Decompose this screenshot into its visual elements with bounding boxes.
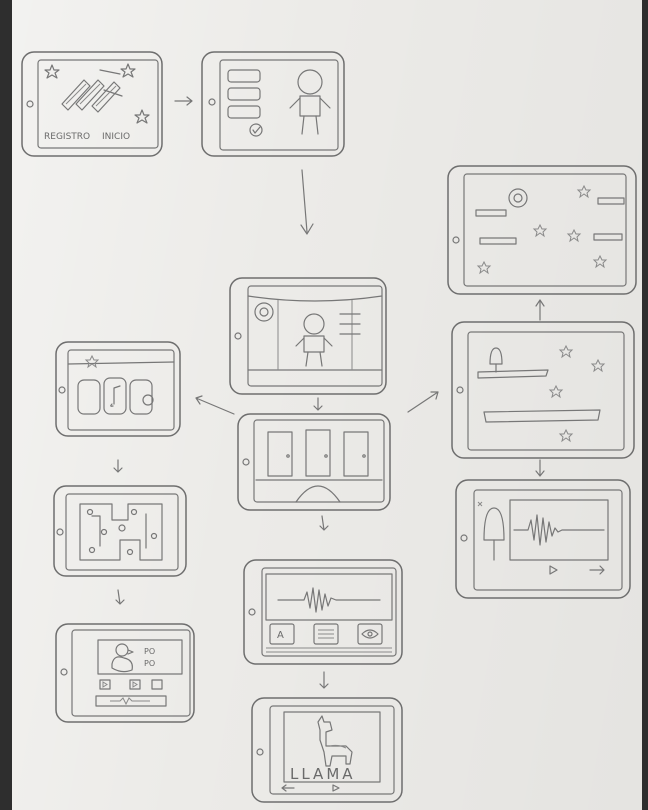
menu-lines[interactable]: [339, 313, 361, 335]
arrow-icon: [115, 589, 125, 605]
avatar-figure: [295, 313, 333, 367]
word-label: LLAMA: [290, 765, 356, 783]
arrow-icon[interactable]: [589, 565, 605, 575]
play-icon[interactable]: [549, 565, 558, 575]
arrow-icon: [300, 169, 314, 235]
arrow-icon: [113, 459, 123, 473]
door-center[interactable]: [305, 429, 331, 477]
letter-key-button[interactable]: [269, 623, 295, 645]
star-icon: [44, 64, 60, 79]
music-note-icon: [110, 385, 121, 407]
llama-icon: [317, 715, 353, 767]
popsicle-icon: [477, 501, 505, 561]
arrow-icon[interactable]: [281, 784, 295, 792]
tablet-audio-keyboard: A: [243, 559, 403, 665]
tablet-popsicle-audio: [455, 479, 631, 599]
eye-icon: [361, 629, 379, 639]
tablet-music-room: [55, 341, 181, 437]
option-button-3[interactable]: [227, 105, 261, 119]
arrow-icon: [535, 459, 545, 477]
arrow-icon: [319, 515, 329, 531]
eye-key-button[interactable]: [357, 623, 383, 645]
star-icon: [120, 63, 136, 78]
sketch-paper: [12, 0, 642, 810]
door-right[interactable]: [343, 431, 369, 477]
duck-icon: [111, 643, 134, 673]
gear-icon[interactable]: [508, 188, 528, 208]
game-logo: [61, 69, 123, 113]
arrow-icon: [319, 671, 329, 689]
popsicle-icon: [489, 347, 503, 373]
door-left[interactable]: [267, 431, 293, 477]
tablet-avatar-screen: [201, 51, 345, 157]
arrow-icon: [174, 96, 193, 106]
tablet-llama-word: LLAMA: [251, 697, 403, 803]
gear-icon: [142, 394, 154, 406]
letter-key-label: A: [277, 630, 284, 641]
waveform-icon: [277, 587, 381, 613]
back-button[interactable]: [99, 679, 111, 690]
tablet-hallway-avatar: [229, 277, 387, 395]
tablet-maze: [53, 485, 187, 577]
play-icon[interactable]: [332, 784, 340, 792]
stop-button[interactable]: [151, 679, 163, 690]
tablet-platform-game: [447, 165, 637, 295]
arrow-icon: [313, 397, 323, 411]
syllable-1: PO: [144, 647, 155, 656]
star-icon: [134, 109, 150, 124]
tablet-duck-syllables: PO PO: [55, 623, 195, 723]
arrow-icon: [535, 299, 545, 321]
tablet-popsicle-platform: [451, 321, 635, 459]
tablet-three-doors: [237, 413, 391, 511]
waveform-icon: [513, 514, 605, 546]
start-label[interactable]: INICIO: [102, 132, 130, 142]
option-button-2[interactable]: [227, 87, 261, 101]
arrow-icon: [195, 395, 235, 415]
gear-icon[interactable]: [254, 302, 274, 322]
avatar-figure: [289, 69, 331, 135]
register-label[interactable]: REGISTRO: [44, 132, 90, 142]
option-button-1[interactable]: [227, 69, 261, 83]
keyboard-key-button[interactable]: [313, 623, 339, 645]
check-icon[interactable]: [249, 123, 263, 137]
play-button[interactable]: [129, 679, 141, 690]
tablet-login-screen: REGISTRO INICIO: [21, 51, 163, 157]
arrow-icon: [407, 391, 439, 413]
syllable-2: PO: [144, 659, 155, 668]
